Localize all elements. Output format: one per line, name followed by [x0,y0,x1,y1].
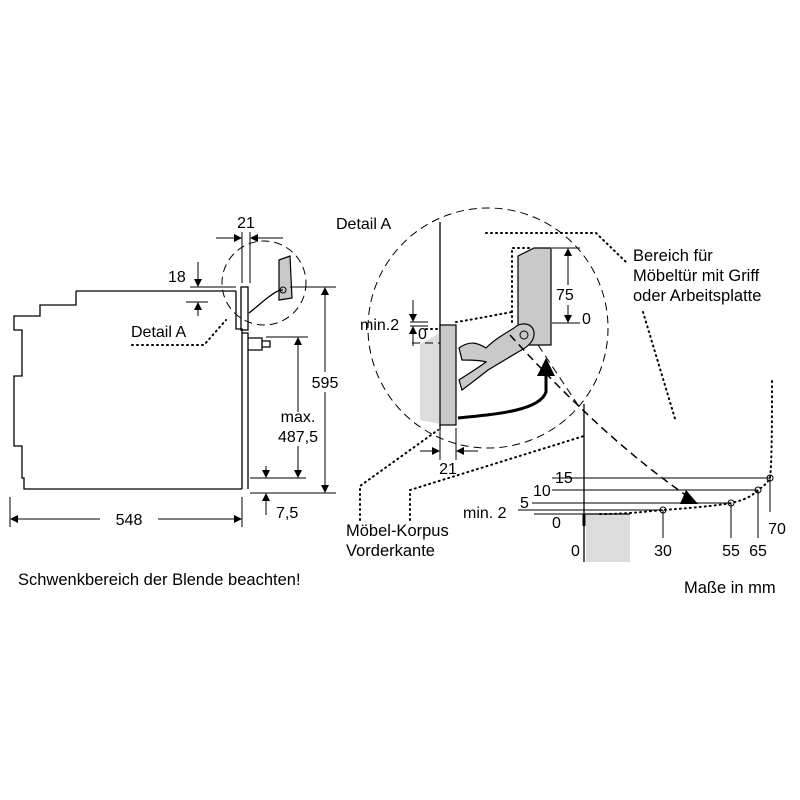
detail-a-circle-small [221,240,307,326]
graph-x0: 0 [571,543,580,560]
warning-text: Schwenkbereich der Blende beachten! [18,571,301,589]
graph-ymin2: min. 2 [463,505,507,522]
detail-a-view: Detail A min.2 0 75 0 [336,207,698,504]
dim-zero-right-label: 0 [582,311,591,328]
dim-18-label: 18 [168,269,186,286]
graph-x55: 55 [722,543,740,560]
oven-body-outline [13,291,242,490]
swing-path-arrow [509,334,691,499]
dim-487-label: 487,5 [278,429,318,446]
dim-548: 548 [9,497,243,529]
oven-handle [248,337,271,351]
dim-max-487: max. 487,5 [250,336,318,479]
detail-hinge-arm [458,323,535,391]
graph-y0: 0 [552,515,561,532]
detail-a-left-label: Detail A [131,324,186,341]
dim-595-label: 595 [312,375,339,392]
graph-x65: 65 [749,543,767,560]
bereich-line1: Bereich für [633,247,713,265]
korpus-line2: Vorderkante [346,542,435,560]
small-hinge-arm [248,289,284,314]
korpus-note: Möbel-Korpus Vorderkante [346,429,585,560]
graph-x30: 30 [654,543,672,560]
dim-7-5: 7,5 [262,466,298,522]
oven-body-section [420,333,440,424]
swing-arrow [457,372,548,420]
hinge-pivot [519,330,529,340]
small-swing-detail [221,240,307,326]
bereich-note: Bereich für Möbeltür mit Griff oder Arbe… [485,232,761,423]
bereich-line3: oder Arbeitsplatte [633,287,761,305]
graph-cabinet-section [586,514,630,562]
bereich-line2: Möbeltür mit Griff [633,267,760,285]
dim-21-top: 21 [216,215,283,283]
swing-graph: 15 10 5 min. 2 0 0 30 55 65 70 [463,379,786,562]
units-text: Maße in mm [684,579,776,597]
furniture-door-outline-dotted [511,247,531,323]
dim-18: 18 [168,262,236,316]
detail-zero-label: 0 [418,326,427,343]
detail-a-circle [367,207,609,449]
detail-a-left: Detail A [131,319,227,346]
oven-front-vertical [235,291,243,489]
korpus-line1: Möbel-Korpus [346,522,449,540]
graph-y5: 5 [520,495,529,512]
swing-curve [599,379,773,515]
small-furniture-door [278,255,293,301]
dim-21-bottom-label: 21 [439,461,457,478]
oven-side-view [13,286,271,490]
graph-y10: 10 [533,483,551,500]
oven-fascia [240,286,249,331]
oven-door [242,332,249,489]
dim-7-5-label: 7,5 [276,505,298,522]
small-pivot [279,286,287,294]
detail-fascia [439,324,457,426]
detail-min2-label: min.2 [360,317,399,334]
graph-x70: 70 [768,521,786,538]
dim-75-label: 75 [556,287,574,304]
dim-21-top-label: 21 [237,215,255,232]
detail-a-title: Detail A [336,216,391,233]
dim-max-label: max. [281,409,316,426]
dim-548-label: 548 [116,512,143,529]
graph-y15: 15 [555,470,573,487]
